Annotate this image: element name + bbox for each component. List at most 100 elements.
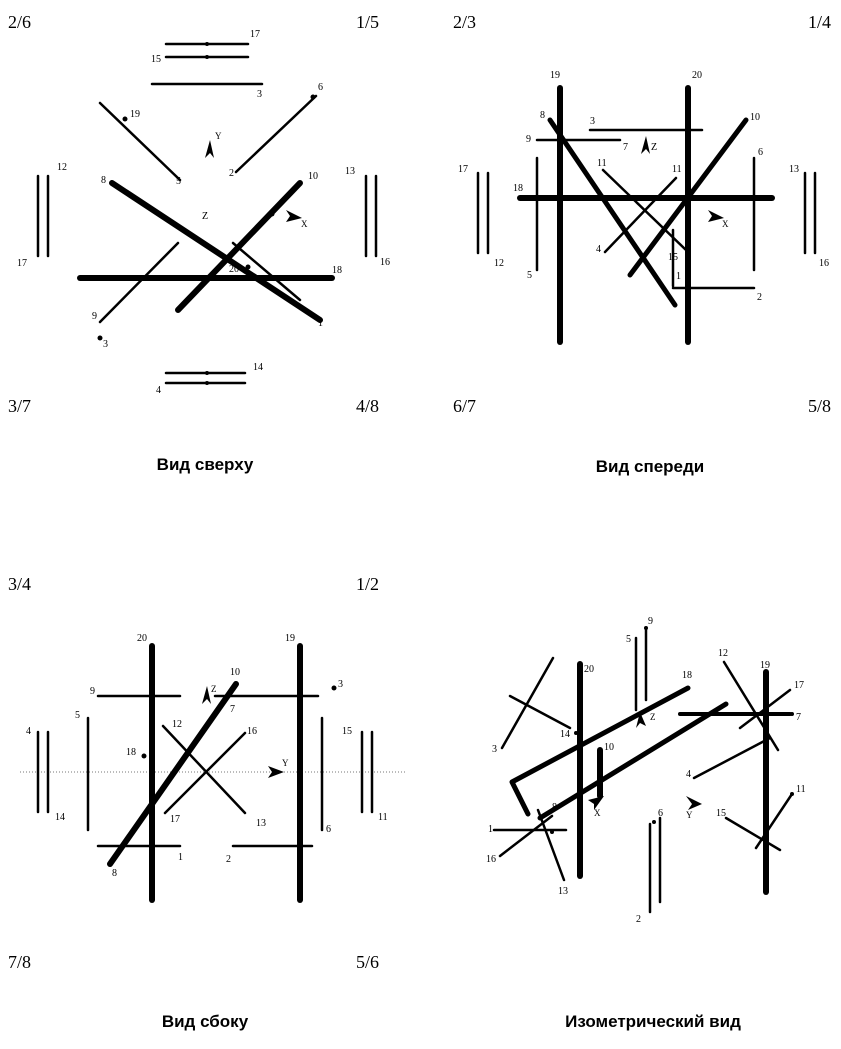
front-label-4: 4 xyxy=(596,244,601,255)
point-marker xyxy=(205,381,209,385)
iso-label-3: 3 xyxy=(492,744,497,755)
top-axis-x-arrow-icon xyxy=(286,210,302,222)
front-label-17: 17 xyxy=(458,164,468,175)
front-corner-br: 5/8 xyxy=(808,396,832,416)
side-label-2: 2 xyxy=(226,854,231,865)
front-label-16: 16 xyxy=(819,258,829,269)
iso-label-20: 20 xyxy=(584,664,594,675)
iso-label-6: 6 xyxy=(658,808,663,819)
side-label-3: 3 xyxy=(338,679,343,690)
top-label-1: 1 xyxy=(318,318,323,329)
point-marker xyxy=(122,116,128,122)
front-corner-tl: 2/3 xyxy=(453,12,477,32)
iso-label-15: 15 xyxy=(716,808,726,819)
iso-line-14b xyxy=(508,694,572,730)
side-line-12 xyxy=(161,724,247,815)
iso-label-2: 2 xyxy=(636,914,641,925)
top-label-19: 19 xyxy=(130,109,140,120)
iso-label-10: 10 xyxy=(604,742,614,753)
point-marker xyxy=(205,42,209,46)
iso-line-12 xyxy=(722,660,780,752)
iso-label-18: 18 xyxy=(682,670,692,681)
front-label-18: 18 xyxy=(513,183,523,194)
top-label-15: 15 xyxy=(151,54,161,65)
top-axis-y-arrow-icon xyxy=(205,140,214,158)
side-label-12: 12 xyxy=(172,719,182,730)
top-label-3b: 3 xyxy=(103,339,108,350)
front-label-19: 19 xyxy=(550,70,560,81)
side-label-19: 19 xyxy=(285,633,295,644)
iso-label-17: 17 xyxy=(794,680,804,691)
point-marker xyxy=(652,820,656,824)
point-marker xyxy=(141,753,147,759)
point-marker xyxy=(790,792,794,796)
front-label-11b: 11 xyxy=(672,164,682,175)
front-label-13: 13 xyxy=(789,164,799,175)
side-line-16 xyxy=(163,731,247,815)
front-corner-tr: 1/4 xyxy=(808,12,832,32)
iso-line-8 xyxy=(537,701,729,821)
top-label-5: 5 xyxy=(176,176,181,187)
front-corner-bl: 6/7 xyxy=(453,396,477,416)
side-label-4: 4 xyxy=(26,726,31,737)
top-label-4: 4 xyxy=(156,385,161,396)
iso-line-18-poly xyxy=(509,685,691,817)
top-label-16: 16 xyxy=(380,257,390,268)
front-axis-x-label: X xyxy=(722,219,729,229)
point-marker xyxy=(550,830,554,834)
top-label-18: 18 xyxy=(332,265,342,276)
iso-label-5: 5 xyxy=(626,634,631,645)
front-label-z: Z xyxy=(651,142,657,153)
side-corner-tr: 1/2 xyxy=(356,574,380,594)
point-marker xyxy=(331,685,337,691)
front-line-10 xyxy=(627,117,749,278)
top-label-17: 17 xyxy=(250,29,260,40)
side-label-9: 9 xyxy=(90,686,95,697)
side-line-10 xyxy=(107,681,239,867)
top-label-z: Z xyxy=(202,211,208,222)
side-label-10: 10 xyxy=(230,667,240,678)
front-label-1: 1 xyxy=(676,271,681,282)
side-label-6: 6 xyxy=(326,824,331,835)
iso-axis-x-arrow-icon xyxy=(588,796,604,810)
top-label-2: 2 xyxy=(229,168,234,179)
top-label-6: 6 xyxy=(318,82,323,93)
front-label-6: 6 xyxy=(758,147,763,158)
iso-axis-z-label: Z xyxy=(650,712,656,722)
iso-axis-y-label: Y xyxy=(686,810,693,820)
iso-line-16 xyxy=(498,814,554,858)
iso-label-8: 8 xyxy=(552,802,557,813)
top-axis-y-label: Y xyxy=(215,131,222,141)
side-view-diagram: Z Y 20 19 10 3 9 7 5 12 16 4 15 18 17 13… xyxy=(20,633,405,903)
front-axis-z-arrow-icon xyxy=(641,136,650,154)
iso-label-13: 13 xyxy=(558,886,568,897)
front-label-12: 12 xyxy=(494,258,504,269)
side-label-20: 20 xyxy=(137,633,147,644)
side-axis-z-arrow-icon xyxy=(202,686,211,704)
iso-view-diagram: Z X Y 9 5 20 18 12 19 17 7 14 3 10 4 11 … xyxy=(486,616,806,925)
iso-label-16: 16 xyxy=(486,854,496,865)
front-label-7: 7 xyxy=(623,142,628,153)
top-corner-bl: 3/7 xyxy=(8,396,32,416)
front-line-8 xyxy=(547,117,678,308)
side-view-caption: Вид сбоку xyxy=(161,1012,249,1031)
side-axis-z-label: Z xyxy=(211,684,217,694)
iso-line-15 xyxy=(724,816,782,852)
top-line-8-1 xyxy=(109,180,323,323)
point-marker xyxy=(310,94,316,100)
point-marker xyxy=(205,55,209,59)
top-label-8: 8 xyxy=(101,175,106,186)
top-label-9: 9 xyxy=(92,311,97,322)
iso-line-14 xyxy=(508,778,510,780)
point-marker xyxy=(790,712,794,716)
side-label-8: 8 xyxy=(112,868,117,879)
point-marker xyxy=(269,211,275,217)
iso-label-4: 4 xyxy=(686,769,691,780)
iso-line-13 xyxy=(536,808,566,882)
side-label-17: 17 xyxy=(170,814,180,825)
point-marker xyxy=(205,371,209,375)
top-label-13: 13 xyxy=(345,166,355,177)
top-line-19 xyxy=(98,101,182,182)
top-label-14: 14 xyxy=(253,362,263,373)
